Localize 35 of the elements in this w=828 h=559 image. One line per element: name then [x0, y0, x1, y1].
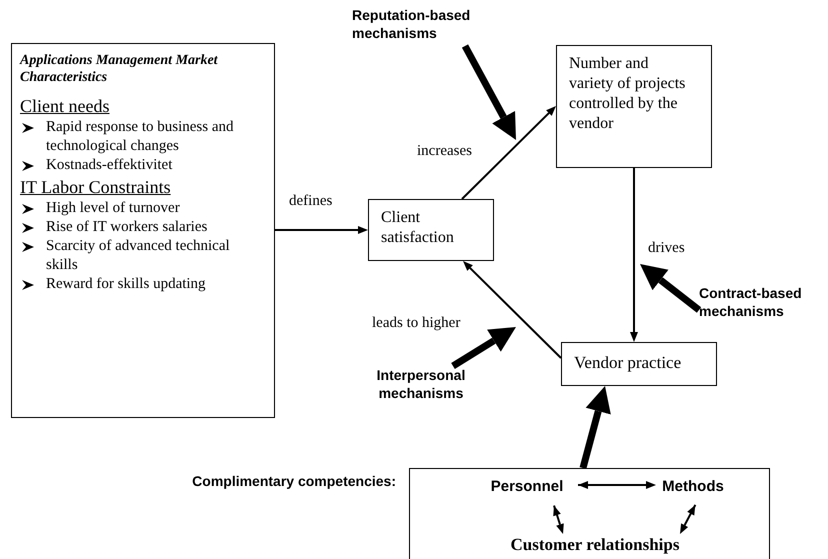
- mechanism-label: Interpersonal mechanisms: [376, 366, 466, 402]
- influence-arrow: [640, 264, 702, 313]
- box-text: Client satisfaction: [381, 208, 455, 248]
- panel-heading: Applications Management Market Characteristics: [20, 52, 219, 86]
- influence-arrow: [451, 327, 516, 369]
- characteristics-box: [11, 43, 275, 418]
- process-box: [556, 45, 712, 168]
- list-item: Kostnads-effektivitet: [46, 156, 172, 175]
- arrow: [680, 504, 696, 534]
- section-heading: Client needs: [20, 96, 110, 117]
- influence-arrow: [580, 386, 611, 469]
- competency-label: Personnel: [490, 477, 564, 497]
- box-text: Number and variety of projects controlled by the vendor: [569, 54, 686, 134]
- competency-label: Customer relationships: [510, 535, 680, 555]
- edge-label: leads to higher: [371, 315, 462, 332]
- arrow: [553, 505, 564, 534]
- arrow: [275, 226, 368, 234]
- arrow: [578, 481, 656, 489]
- arrow: [463, 261, 562, 359]
- section-heading: IT Labor Constraints: [20, 177, 172, 198]
- list-item: Rapid response to business and technological changes: [46, 118, 234, 156]
- arrow: [461, 106, 556, 200]
- mechanism-label: Contract-based mechanisms: [699, 284, 803, 320]
- influence-arrow: [462, 44, 516, 140]
- process-box: [368, 199, 494, 261]
- list-item: Rise of IT workers salaries: [46, 218, 208, 237]
- list-item: Reward for skills updating: [46, 275, 206, 294]
- box-text: Vendor practice: [574, 352, 682, 373]
- arrow: [630, 168, 638, 342]
- competency-label: Methods: [661, 477, 725, 497]
- list-item: High level of turnover: [46, 199, 180, 218]
- list-item: Scarcity of advanced technical skills: [46, 237, 231, 275]
- process-box: [561, 342, 717, 386]
- mechanism-label: Reputation-based mechanisms: [352, 6, 472, 42]
- group-heading: Complimentary competencies:: [192, 473, 396, 489]
